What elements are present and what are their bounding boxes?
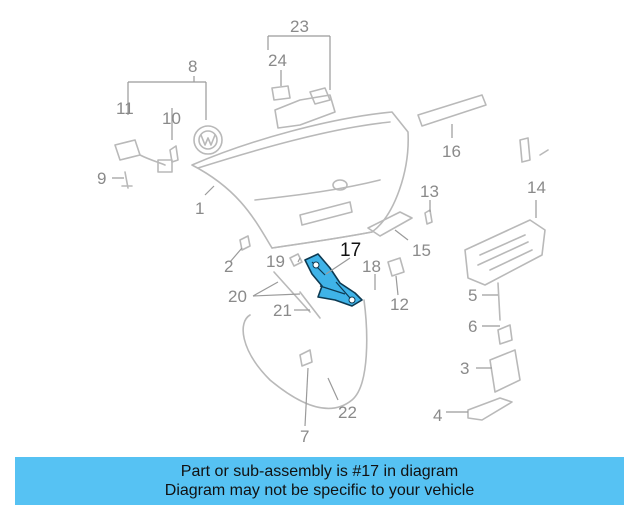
strut-parts <box>273 253 321 319</box>
handle-assembly-part <box>271 85 336 129</box>
trunk-lid-part <box>191 111 409 249</box>
callout-10: 10 <box>162 109 181 128</box>
callout-24: 24 <box>268 51 287 70</box>
callout-15: 15 <box>412 241 431 260</box>
diagram-caption-banner: Part or sub-assembly is #17 in diagram D… <box>15 457 624 505</box>
callout-9: 9 <box>97 169 106 188</box>
callout-1: 1 <box>195 199 204 218</box>
emblem-part <box>193 125 223 155</box>
callout-2: 2 <box>224 257 233 276</box>
callout-4: 4 <box>433 406 442 425</box>
callout-5: 5 <box>468 286 477 305</box>
lamp-part <box>367 211 413 237</box>
bracket-part <box>464 137 549 286</box>
callout-11: 11 <box>116 99 134 118</box>
callout-7: 7 <box>300 427 309 446</box>
callout-21: 21 <box>273 301 292 320</box>
bolt-part <box>121 171 133 189</box>
caption-disclaimer-line: Diagram may not be specific to your vehi… <box>164 482 475 499</box>
callout-13: 13 <box>420 182 439 201</box>
callout-19: 19 <box>266 252 285 271</box>
callout-17: 17 <box>340 240 361 261</box>
callout-22: 22 <box>338 403 357 422</box>
release-cable-part <box>242 299 368 410</box>
leader-lines <box>112 35 537 427</box>
callout-labels: 1 2 3 4 5 6 7 8 9 10 11 12 13 14 15 16 1… <box>97 17 546 446</box>
stopper-part <box>239 235 251 251</box>
callout-12: 12 <box>390 295 409 314</box>
callout-23: 23 <box>290 17 309 36</box>
callout-20: 20 <box>228 287 247 306</box>
bulb-part <box>424 209 433 225</box>
callout-18: 18 <box>362 257 381 276</box>
hinge-part-highlighted <box>304 253 363 307</box>
clip-part <box>169 145 179 163</box>
callout-8: 8 <box>188 57 197 76</box>
callout-14: 14 <box>527 178 546 197</box>
callout-16: 16 <box>442 142 461 161</box>
callout-6: 6 <box>468 317 477 336</box>
trim-strip-part <box>417 94 487 127</box>
switch-part <box>387 257 405 277</box>
caption-part-line: Part or sub-assembly is #17 in diagram <box>180 463 459 480</box>
lock-cylinder-part <box>114 139 173 173</box>
callout-3: 3 <box>460 359 469 378</box>
latch-part <box>467 282 521 421</box>
